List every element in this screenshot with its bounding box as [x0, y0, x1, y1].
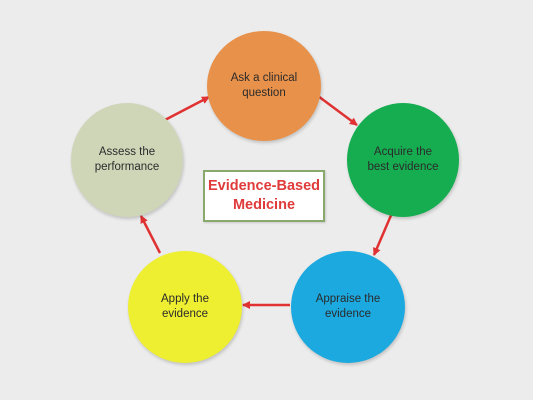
arrow-ask-to-acquire: [317, 94, 358, 127]
node-label: Acquire the best evidence: [367, 146, 439, 173]
center-title: Evidence-Based Medicine: [207, 178, 321, 213]
arrow-acquire-to-appraise: [372, 212, 394, 256]
node-label: Ask a clinical question: [230, 72, 298, 99]
node-acquire-best-evidence: Acquire the best evidence: [347, 103, 459, 217]
node-assess-performance: Assess the performance: [71, 103, 183, 217]
node-label: Assess the performance: [94, 146, 160, 173]
center-title-box: Evidence-Based Medicine: [203, 170, 325, 222]
arrow-apply-to-assess: [139, 215, 162, 254]
node-label: Appraise the evidence: [315, 293, 381, 320]
node-apply-evidence: Apply the evidence: [128, 251, 242, 363]
node-ask-clinical-question: Ask a clinical question: [207, 31, 321, 141]
node-label: Apply the evidence: [161, 293, 209, 320]
node-appraise-evidence: Appraise the evidence: [291, 251, 405, 363]
arrow-assess-to-ask: [162, 95, 210, 123]
